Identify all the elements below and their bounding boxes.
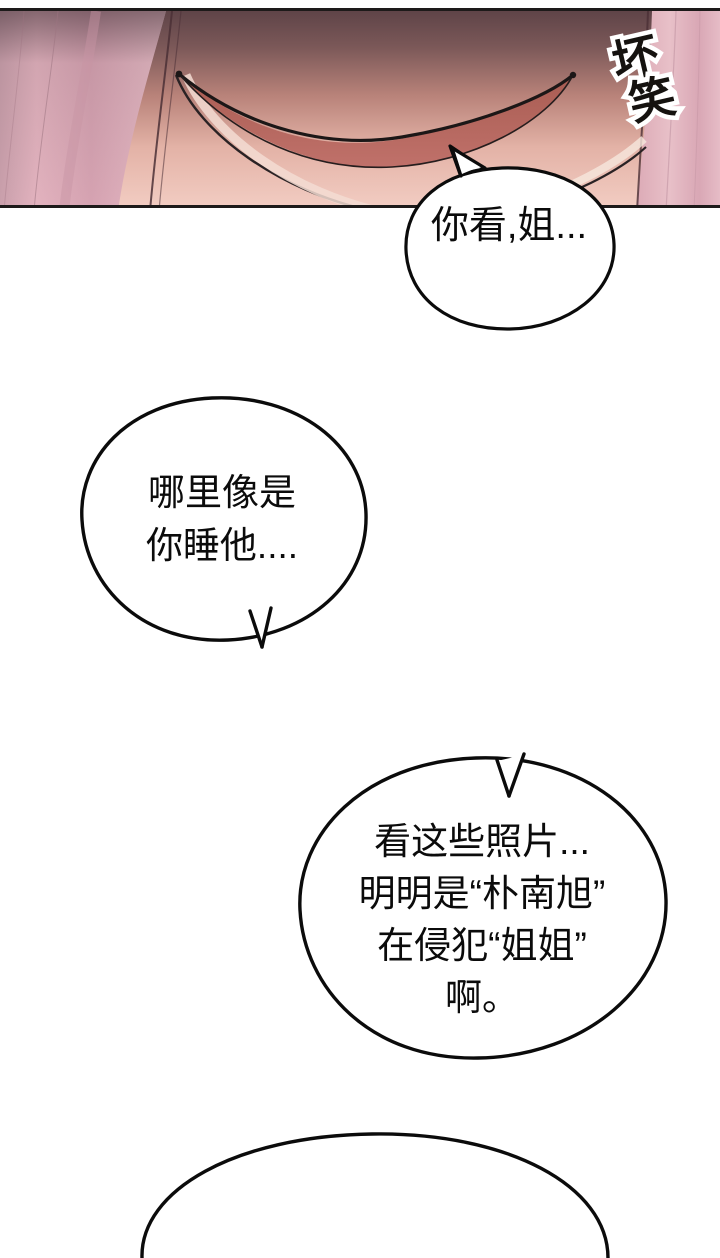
curtain-right [636,11,720,205]
speech-bubble-3[interactable]: 看这些照片... 明明是“朴南旭” 在侵犯“姐姐” 啊。 [292,748,672,1064]
speech-bubble-2-shape [80,396,368,649]
speech-bubble-1[interactable]: 你看,姐... [398,144,620,336]
curtain-seam-right [636,11,649,205]
speech-bubble-2[interactable]: 哪里像是 你睡他.... [72,392,372,649]
speech-bubble-1-shape [404,144,616,331]
speech-bubble-1-text: 你看,姐... [430,205,588,247]
speech-bubble-2-text: 哪里像是 你睡他.... [145,472,299,566]
speech-bubble-4-partial[interactable] [140,1128,610,1258]
smiling-mouth [175,70,577,169]
curtain-seam-left [149,11,182,205]
speech-bubble-4-shape [140,1132,610,1258]
comic-panel-mouth: 坏笑 [0,8,720,208]
curtain-left [0,11,166,205]
speech-bubble-3-shape [298,752,668,1060]
speech-bubble-3-text: 看这些照片... 明明是“朴南旭” 在侵犯“姐姐” 啊。 [358,821,606,1018]
panel-artwork [0,11,720,205]
jaw-contour-left [174,73,372,205]
